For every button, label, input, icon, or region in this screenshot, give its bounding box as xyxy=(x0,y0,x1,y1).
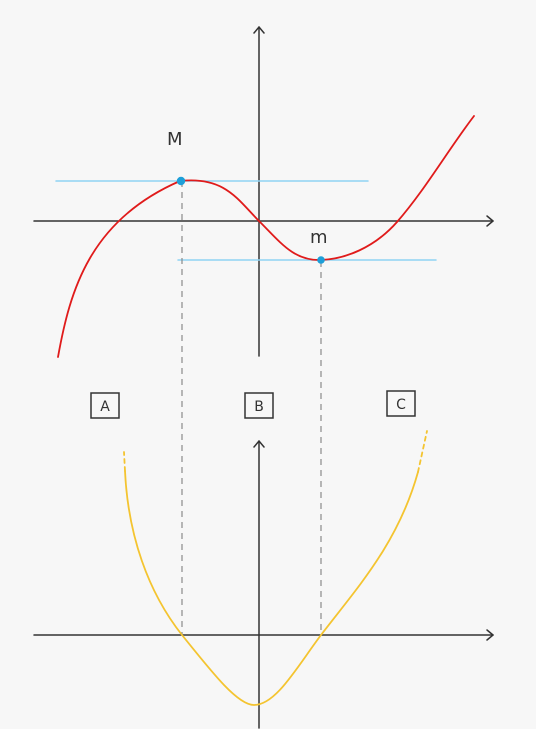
bottom-y-axis-arrow xyxy=(253,440,265,448)
bottom-axes xyxy=(33,440,494,729)
region-b-label: B xyxy=(254,399,264,415)
derivative-curve xyxy=(124,470,419,706)
min-point-label: m xyxy=(310,227,328,248)
function-curve xyxy=(57,115,475,358)
region-c-label: C xyxy=(396,397,406,413)
max-point-marker xyxy=(176,176,186,186)
region-a-box: A xyxy=(90,392,120,419)
derivative-right-dashed-end xyxy=(417,430,428,473)
bottom-x-axis-arrow xyxy=(486,629,494,641)
top-y-axis-arrow xyxy=(253,26,265,34)
min-point-marker xyxy=(317,256,325,264)
region-c-box: C xyxy=(386,390,416,417)
region-b-box: B xyxy=(244,392,274,419)
top-axes xyxy=(33,26,494,357)
top-x-axis-arrow xyxy=(486,215,494,227)
max-point-label: M xyxy=(167,129,183,150)
derivative-left-dashed-end xyxy=(123,451,126,472)
region-a-label: A xyxy=(100,399,110,415)
